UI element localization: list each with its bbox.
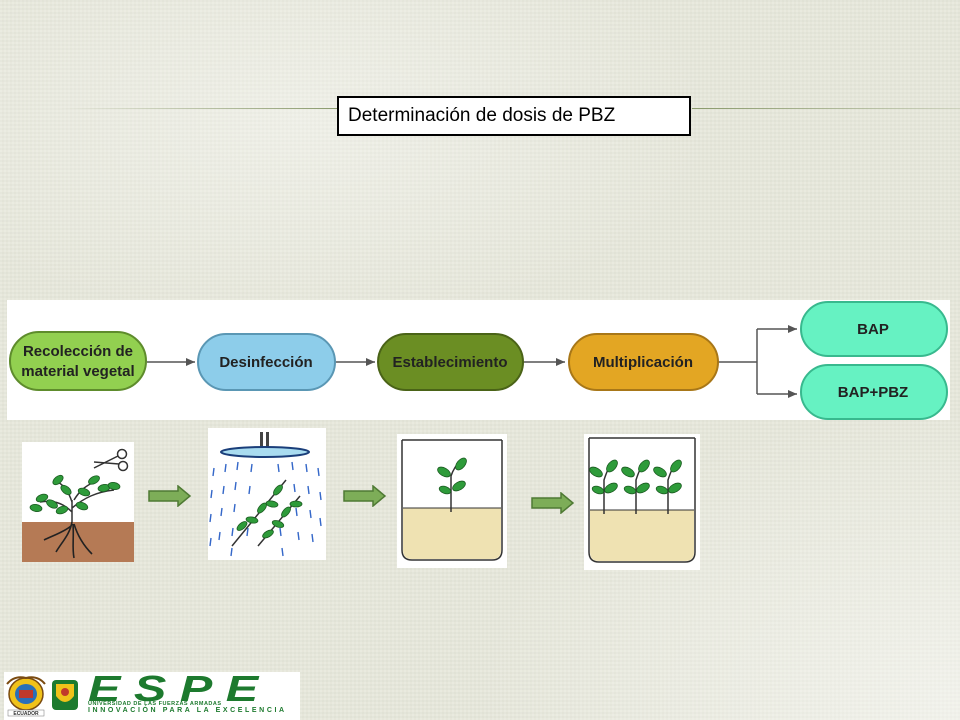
node-multiplicacion-label: Multiplicación: [593, 354, 693, 371]
node-desinfeccion: Desinfección: [197, 333, 336, 391]
university-crest-icon: ECUADOR: [6, 676, 78, 717]
flowchart: Recolección de material vegetal Desinfec…: [9, 301, 948, 420]
node-recoleccion-line2: material vegetal: [21, 363, 134, 380]
step-arrow-3: [531, 491, 575, 519]
node-multiplicacion: Multiplicación: [568, 333, 719, 391]
node-recoleccion: Recolección de material vegetal: [9, 331, 147, 391]
espe-logo: ECUADOR ESPE UNIVERSIDAD DE LAS FUERZAS …: [4, 668, 300, 720]
node-establecimiento-label: Establecimiento: [392, 354, 507, 371]
logo-subtitle: UNIVERSIDAD DE LAS FUERZAS ARMADAS: [88, 701, 222, 707]
connector-split: [718, 325, 797, 398]
node-bap: BAP: [800, 301, 948, 357]
tube-single-plant-illustration: [397, 434, 507, 568]
title-rule-right: [692, 108, 960, 109]
flowchart-panel: Recolección de material vegetal Desinfec…: [7, 300, 950, 420]
node-bap-label: BAP: [857, 321, 889, 338]
tube-multiple-plants-illustration: [584, 434, 700, 570]
step-arrow-1: [148, 484, 192, 512]
node-desinfeccion-label: Desinfección: [219, 354, 312, 371]
step-arrow-2: [343, 484, 387, 512]
scissors-icon: [93, 448, 129, 472]
logo-wordmark: ESPE: [88, 668, 272, 709]
title-rule-left: [60, 108, 340, 109]
logo-tagline: INNOVACIÓN PARA LA EXCELENCIA: [88, 707, 287, 714]
crest-label: ECUADOR: [13, 711, 39, 717]
plant-cutting-illustration: [22, 442, 134, 562]
disinfection-shower-illustration: [208, 428, 326, 560]
node-bap-pbz-label: BAP+PBZ: [838, 384, 908, 401]
node-recoleccion-line1: Recolección de: [23, 343, 133, 360]
node-bap-pbz: BAP+PBZ: [800, 364, 948, 420]
node-establecimiento: Establecimiento: [377, 333, 524, 391]
slide-title: Determinación de dosis de PBZ: [337, 96, 691, 136]
